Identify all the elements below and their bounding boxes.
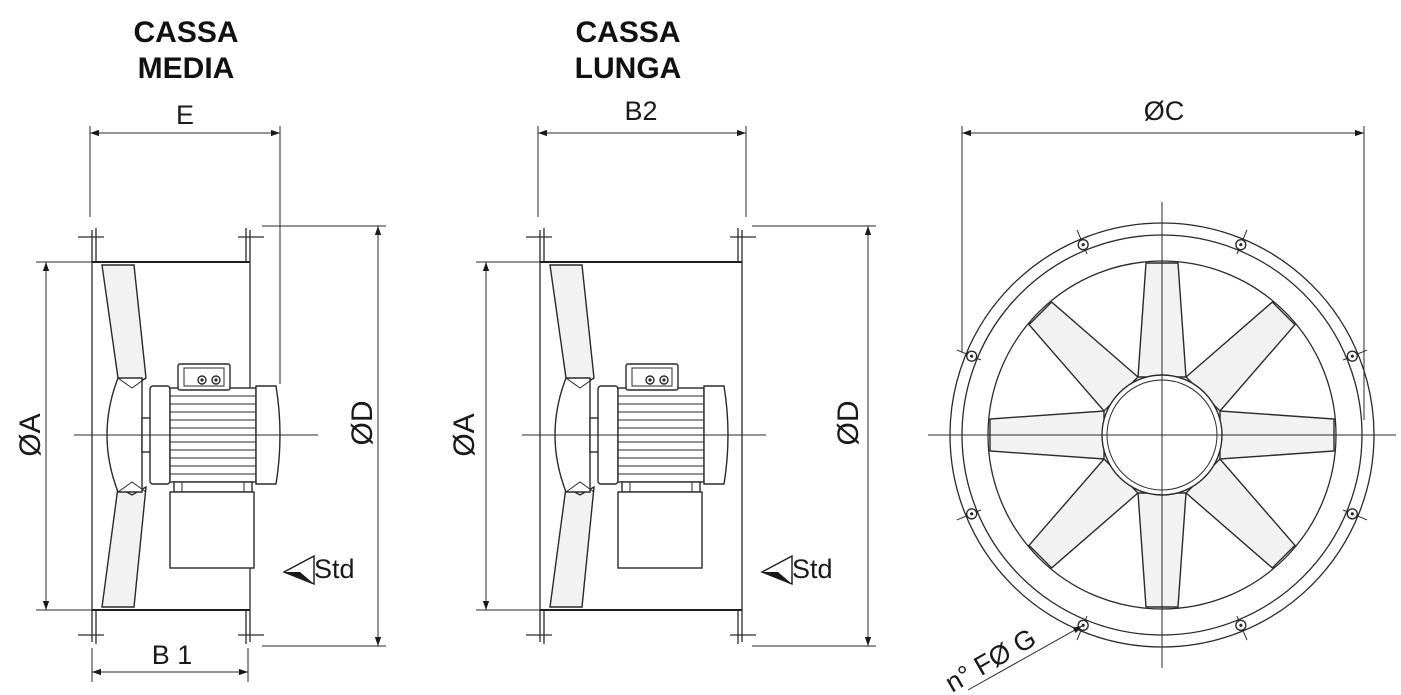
medium-case-fan xyxy=(101,264,281,608)
dimension-d-label: ØD xyxy=(346,401,379,446)
medium-case-title-line2: MEDIA xyxy=(138,52,235,85)
dimension-b1-label: B 1 xyxy=(152,640,193,670)
dimension-c-label: ØC xyxy=(1144,96,1185,126)
dimension-a-label: ØA xyxy=(448,413,481,456)
front-view: ØC xyxy=(928,96,1396,695)
dimension-a-label: ØA xyxy=(14,413,47,456)
medium-case-title-line1: CASSA xyxy=(133,16,238,49)
airflow-direction-arrow: Std xyxy=(282,554,355,586)
dimension-d-label: ØD xyxy=(832,401,865,446)
long-case-title-line2: LUNGA xyxy=(575,52,682,85)
long-case-view: CASSA LUNGA B2 ØA xyxy=(448,16,876,647)
long-case-fan xyxy=(549,264,729,608)
dimension-b2-label: B2 xyxy=(624,96,657,126)
direction-label: Std xyxy=(314,554,355,584)
medium-case-view: CASSA MEDIA E ØA xyxy=(14,16,386,682)
direction-label: Std xyxy=(792,554,833,584)
long-case-title-line1: CASSA xyxy=(575,16,680,49)
airflow-direction-arrow: Std xyxy=(760,554,833,586)
holes-label: n° FØ G xyxy=(940,623,1041,695)
dimension-e-label: E xyxy=(176,100,194,130)
holes-leader-line xyxy=(967,625,1083,691)
mounting-holes xyxy=(956,229,1368,641)
long-case-casing xyxy=(526,228,756,644)
